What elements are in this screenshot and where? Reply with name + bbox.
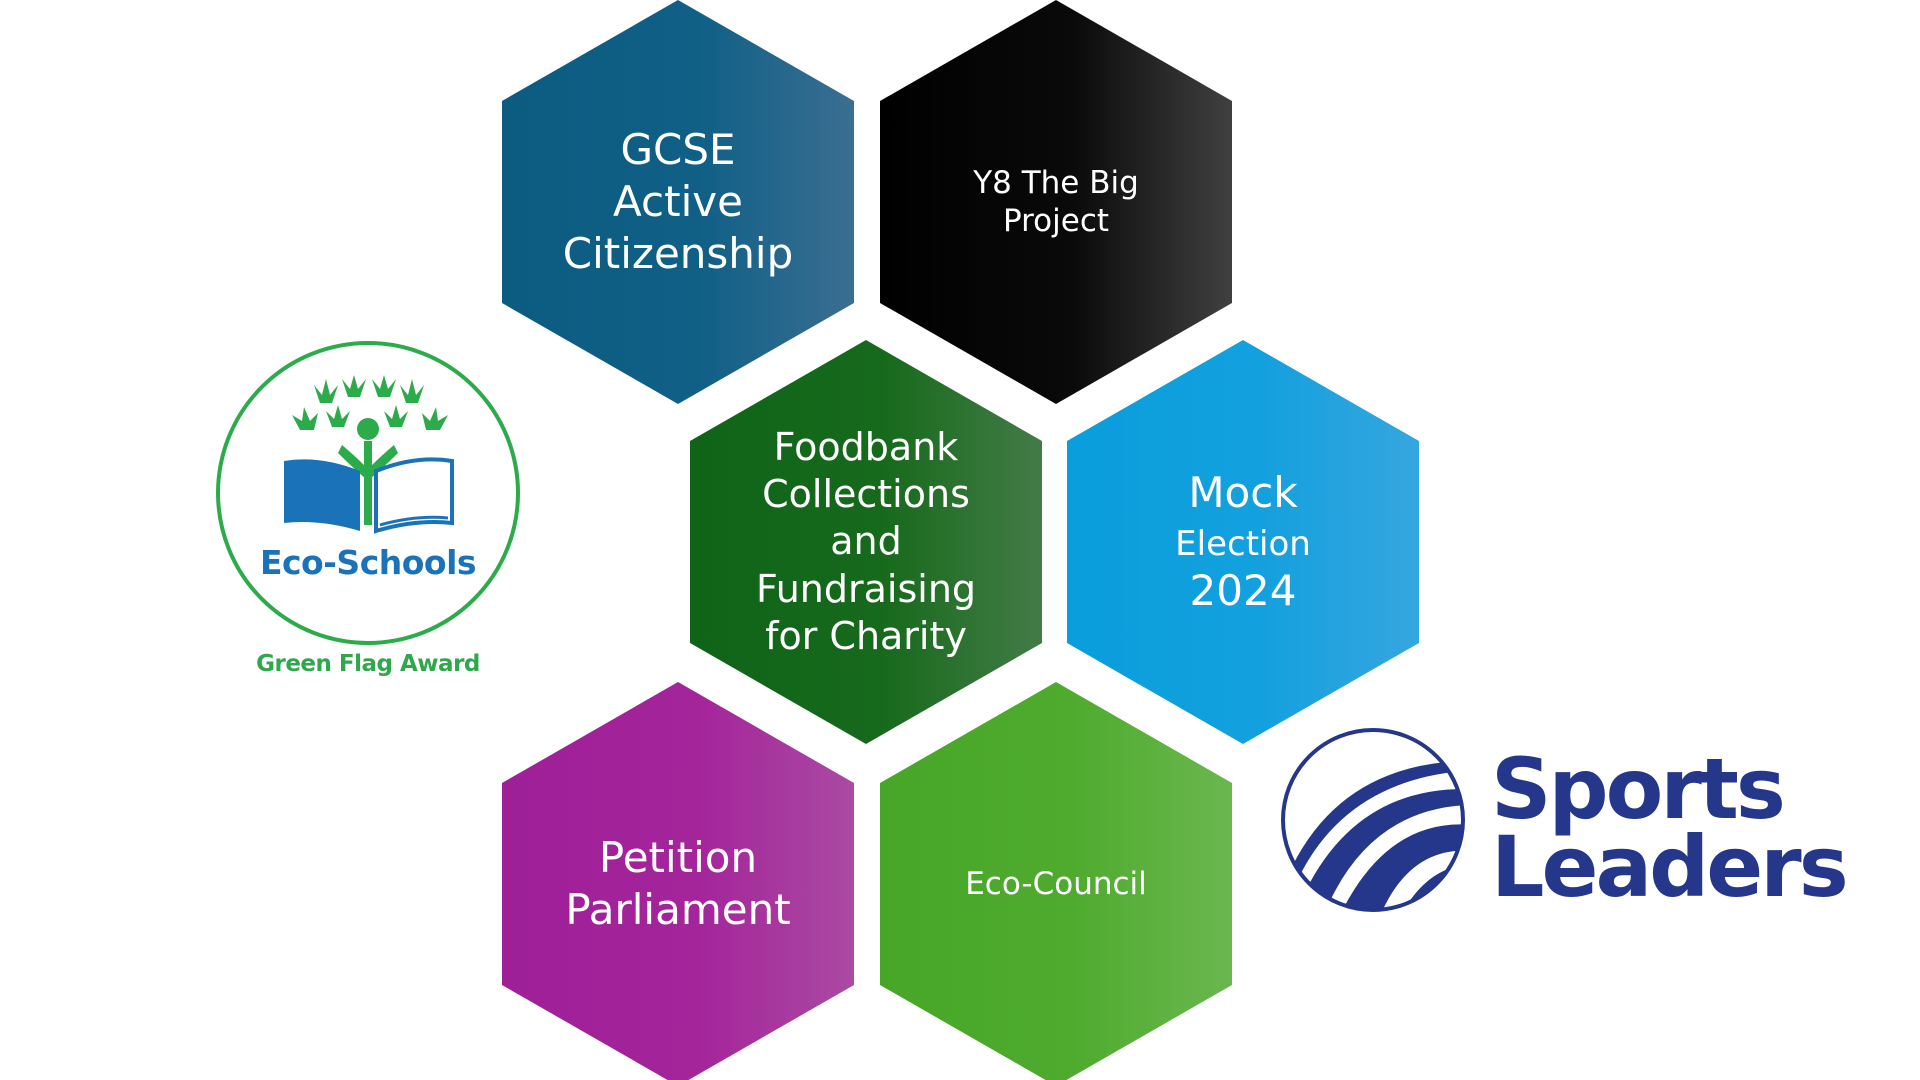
- hexagon-eco-council: Eco-Council: [880, 682, 1232, 1080]
- sports-leaders-swoosh-icon: [1281, 728, 1465, 912]
- label-line: Active: [613, 176, 743, 226]
- label-line: Foodbank: [773, 425, 959, 470]
- hexagon-y8-big-project: Y8 The Big Project: [880, 0, 1232, 404]
- hexagon-label: GCSE Active Citizenship: [563, 124, 793, 280]
- hexagon-petition-parliament: Petition Parliament: [502, 682, 854, 1080]
- eco-schools-logo: Eco-Schools Green Flag Award: [210, 335, 530, 685]
- label-line: Citizenship: [562, 229, 794, 279]
- label-line: 2024: [1189, 566, 1297, 616]
- label-line: and: [830, 519, 902, 564]
- eco-schools-name: Eco-Schools: [259, 543, 477, 582]
- hexagon-label: Eco-Council: [965, 865, 1147, 903]
- label-line: Collections: [762, 472, 970, 517]
- label-line: Election: [1175, 523, 1311, 564]
- label-line: Petition: [598, 832, 758, 882]
- label-line: Project: [1002, 203, 1110, 239]
- label-line: Mock: [1188, 467, 1298, 517]
- label-line: for Charity: [765, 613, 967, 658]
- label-line: Y8 The Big: [973, 164, 1139, 201]
- label-line: Parliament: [565, 885, 791, 934]
- hexagon-label: Y8 The Big Project: [973, 164, 1139, 241]
- hexagon-label: Mock Election 2024: [1175, 467, 1311, 617]
- hexagon-gcse-active-citizenship: GCSE Active Citizenship: [502, 0, 854, 404]
- label-line: GCSE: [620, 124, 736, 174]
- tree-book-icon: [284, 375, 454, 534]
- green-flag-award-text: Green Flag Award: [256, 651, 480, 677]
- label-line: Fundraising: [755, 566, 977, 611]
- hexagon-foodbank-collections: Foodbank Collections and Fundraising for…: [690, 340, 1042, 744]
- hexagon-label: Foodbank Collections and Fundraising for…: [756, 424, 976, 660]
- sports-leaders-wordmark-line1: Sports: [1491, 740, 1786, 838]
- sports-leaders-logo: Sports Leaders: [1278, 725, 1878, 925]
- hexagon-label: Petition Parliament: [565, 832, 790, 936]
- sports-leaders-wordmark-line2: Leaders: [1491, 818, 1849, 916]
- label-line: Eco-Council: [965, 865, 1147, 902]
- hexagon-mock-election: Mock Election 2024: [1067, 340, 1419, 744]
